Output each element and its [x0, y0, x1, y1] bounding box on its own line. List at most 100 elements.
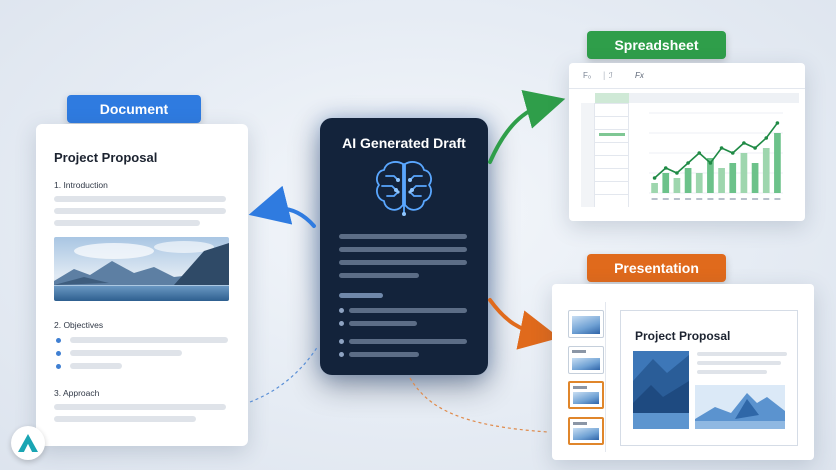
dashed-connector-orange [409, 377, 549, 433]
arrow-to-document [248, 185, 316, 228]
spreadsheet-label: Spreadsheet [587, 31, 726, 59]
slide-title: Project Proposal [635, 329, 731, 343]
dashed-connector-blue [249, 345, 319, 403]
font-icon[interactable]: F₀ [583, 71, 592, 80]
document-title: Project Proposal [54, 150, 158, 165]
ai-draft-card: AI Generated Draft [320, 118, 488, 375]
slide-text-line [697, 361, 781, 365]
chart-bar [651, 183, 658, 193]
chart-point [775, 121, 780, 125]
spreadsheet-column-header-selected [595, 93, 629, 103]
section-heading-objectives: 2. Objectives [54, 320, 104, 330]
chart-bar [673, 178, 681, 193]
chart-bar [729, 163, 737, 193]
spreadsheet-column-header-row [595, 93, 799, 103]
presentation-label: Presentation [587, 254, 726, 282]
chart-point [697, 151, 702, 155]
draft-text-line [339, 273, 419, 278]
draft-text-line [339, 260, 467, 265]
brand-logo [11, 426, 45, 460]
draft-text-line [339, 293, 383, 298]
draft-text-line [349, 308, 467, 313]
chart-point [753, 146, 757, 150]
formula-fx-label[interactable]: Fx [635, 71, 644, 80]
chart-bar [707, 158, 714, 193]
chart-x-tick [673, 198, 680, 200]
text-line [54, 220, 200, 226]
chart-bar [718, 168, 725, 193]
text-line [70, 350, 182, 356]
slide-thumbnail-rail [560, 302, 606, 452]
chart-point [742, 141, 746, 145]
text-line [54, 416, 196, 422]
chart-x-tick [651, 198, 658, 200]
chart-point [708, 161, 713, 165]
chart-bar [751, 163, 759, 193]
spreadsheet-card: F₀ | ℐ Fx [569, 63, 805, 221]
chart-x-tick [718, 198, 725, 200]
text-line [54, 404, 226, 410]
main-slide: Project Proposal [620, 310, 798, 446]
chart-x-tick [763, 198, 770, 200]
chart-point [652, 176, 657, 180]
chart-point [663, 166, 668, 170]
draft-text-line [349, 321, 417, 326]
draft-text-line [339, 247, 467, 252]
chart-bar [774, 133, 781, 193]
slide-image-mountain-lake [633, 351, 689, 429]
chart-point [730, 151, 735, 155]
slide-thumbnail-selected[interactable] [568, 381, 604, 409]
chart-x-tick [685, 198, 692, 200]
chart-point [686, 161, 690, 165]
spreadsheet-cell-highlight [599, 133, 625, 136]
bullet-point [56, 351, 61, 356]
draft-text-line [349, 339, 467, 344]
draft-bullet [339, 308, 344, 313]
chart-x-tick [707, 198, 714, 200]
ai-draft-title: AI Generated Draft [342, 135, 466, 151]
chart-bar [762, 148, 770, 193]
section-heading-approach: 3. Approach [54, 388, 100, 398]
chart-x-tick [740, 198, 747, 200]
chart-x-tick [752, 198, 759, 200]
chart-point [764, 136, 769, 140]
text-line [70, 337, 228, 343]
slide-thumbnail-selected[interactable] [568, 417, 604, 445]
text-line [70, 363, 122, 369]
chart-x-tick [662, 198, 669, 200]
spreadsheet-row-header-column [581, 103, 595, 207]
spreadsheet-grid [595, 103, 629, 207]
spreadsheet-chart [649, 112, 783, 200]
chart-point [719, 146, 724, 150]
presentation-card: Project Proposal [552, 284, 814, 460]
bullet-point [56, 338, 61, 343]
chart-x-tick [774, 198, 781, 200]
chart-bar [695, 173, 703, 193]
arrow-to-spreadsheet [488, 89, 566, 164]
slide-text-line [697, 352, 787, 356]
chart-line [654, 122, 779, 179]
spreadsheet-toolbar: F₀ | ℐ Fx [569, 63, 805, 89]
text-line [54, 208, 226, 214]
brain-circuit-icon [372, 158, 436, 216]
chart-x-tick [729, 198, 736, 200]
divider-icon: | [603, 70, 606, 80]
chart-point [675, 171, 679, 175]
text-line [54, 196, 226, 202]
slide-thumbnail[interactable] [568, 310, 604, 338]
slide-thumbnail[interactable] [568, 346, 604, 374]
bullet-point [56, 364, 61, 369]
draft-text-line [349, 352, 419, 357]
chart-bar [684, 168, 692, 193]
draft-text-line [339, 234, 467, 239]
slide-image-mountains [695, 385, 785, 429]
arrow-to-presentation [488, 298, 560, 350]
chart-x-tick [696, 198, 703, 200]
landscape-image [54, 237, 229, 301]
chart-bar [662, 173, 670, 193]
function-bar-separator-icon: ℐ [609, 71, 613, 80]
draft-bullet [339, 321, 344, 326]
chart-bar [740, 153, 748, 193]
document-label: Document [67, 95, 201, 123]
